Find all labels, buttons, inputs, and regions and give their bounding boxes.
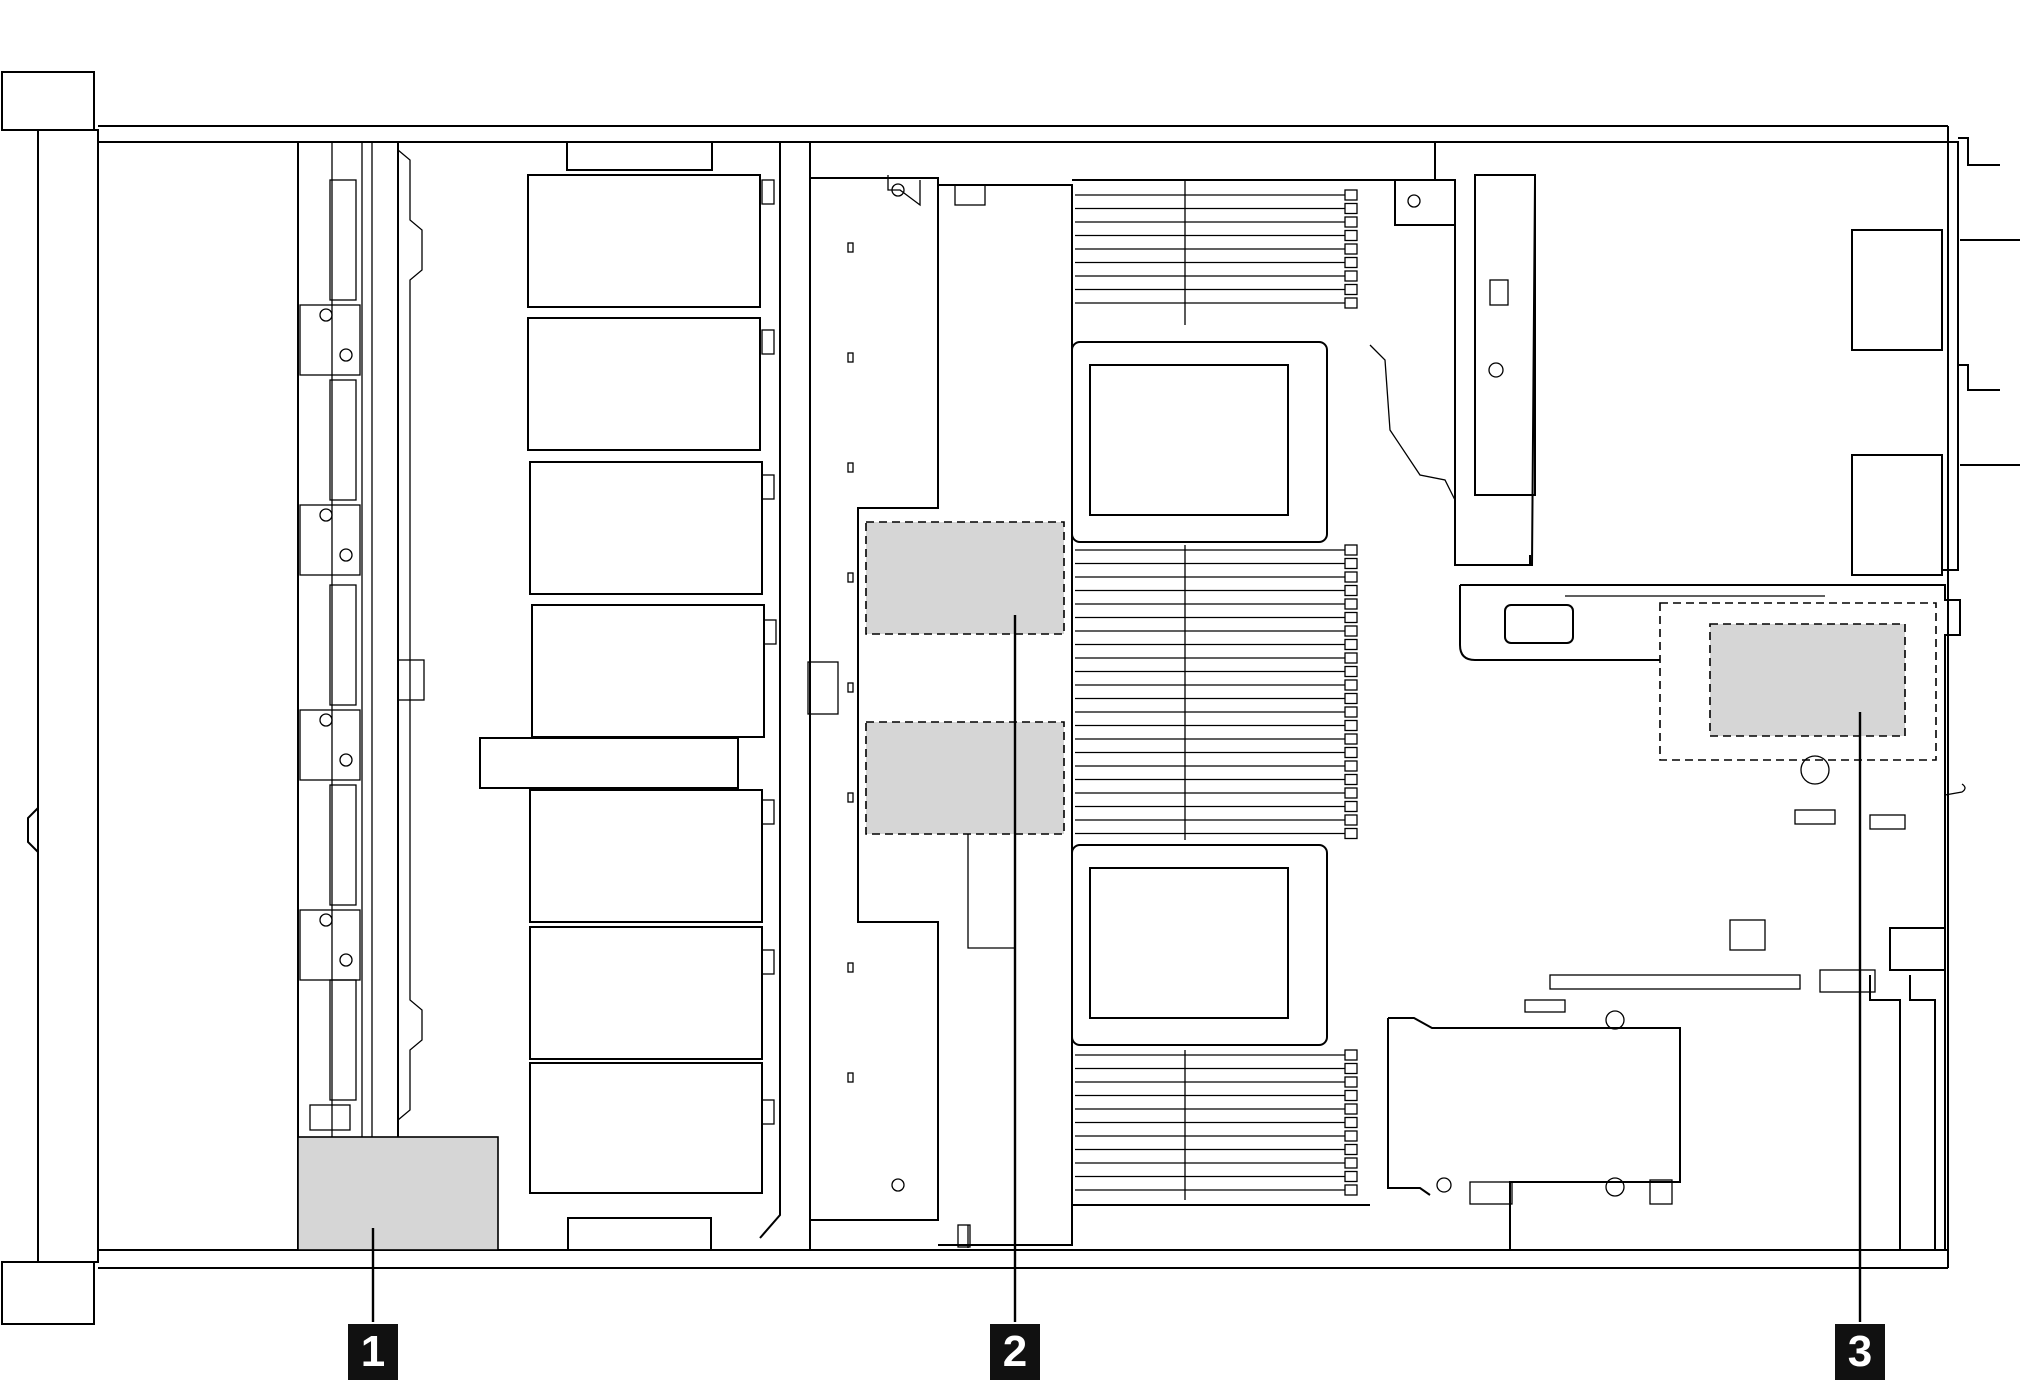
callout-1: 1: [348, 1324, 398, 1380]
memory-and-processors: [1071, 179, 1395, 1206]
raid-adapter-dashed-area: [1659, 602, 1937, 761]
air-baffle: [759, 141, 1073, 1250]
battery-holder-2: [865, 721, 1065, 835]
drive-bay: [297, 141, 499, 1251]
fans: [479, 141, 777, 1251]
callout-leader-lines: [371, 615, 1862, 1322]
chassis: [1, 71, 1949, 1325]
drive-backplane-highlight: [297, 1136, 499, 1251]
system-board-right: [1387, 584, 1966, 1250]
callout-2: 2: [990, 1324, 1040, 1380]
callout-3: 3: [1835, 1324, 1885, 1380]
dimm-slots-top: [1075, 189, 1358, 309]
dimm-slots-bottom: [1075, 1049, 1358, 1196]
battery-holder-1: [865, 521, 1065, 635]
dimm-slots-middle: [1075, 544, 1358, 840]
supercap-holder: [1709, 623, 1906, 737]
rear-riser-area: [1369, 137, 2020, 576]
